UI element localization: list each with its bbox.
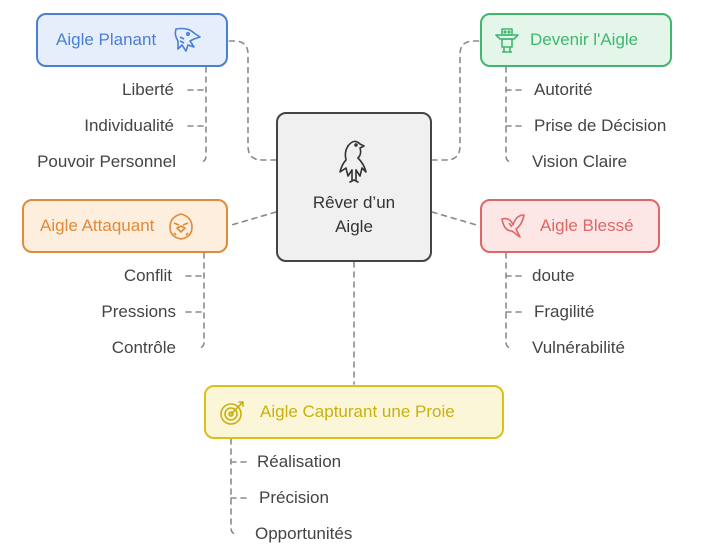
branch-aigle-capturant[interactable]: Aigle Capturant une Proie	[204, 385, 504, 439]
connector-blesse	[431, 211, 481, 227]
leaf-fragilite: Fragilité	[534, 302, 595, 321]
leaf-opportunites: Opportunités	[255, 524, 353, 543]
wounded-bird-icon	[496, 209, 530, 243]
leaf-precision: Précision	[259, 488, 329, 507]
leaf-realisation: Réalisation	[257, 452, 342, 471]
target-icon	[216, 395, 250, 429]
leaf-liberte: Liberté	[122, 80, 174, 99]
branch-title: Aigle Capturant une Proie	[260, 402, 455, 421]
branch-aigle-blesse[interactable]: Aigle Blessé	[480, 199, 660, 253]
leaf-conflit: Conflit	[123, 266, 172, 285]
branch-title: Aigle Planant	[56, 30, 157, 49]
leaf-doute: doute	[532, 266, 575, 285]
branch-title: Aigle Attaquant	[40, 216, 155, 235]
leaf-pressions: Pressions	[101, 302, 176, 321]
eagle-icon	[332, 135, 376, 187]
branch-title: Devenir l'Aigle	[530, 30, 639, 49]
totem-icon	[490, 23, 524, 57]
branch-aigle-attaquant[interactable]: Aigle Attaquant	[22, 199, 228, 253]
connector-devenir	[431, 40, 481, 161]
leaf-vision-claire: Vision Claire	[532, 152, 628, 171]
connector-attaquant	[227, 211, 277, 227]
leaf-controle: Contrôle	[111, 338, 176, 357]
angry-eagle-icon	[164, 209, 198, 243]
branch-devenir-aigle[interactable]: Devenir l'Aigle	[480, 13, 672, 67]
eagle-head-icon	[170, 23, 204, 57]
connector-planant	[227, 40, 277, 161]
branch-aigle-planant[interactable]: Aigle Planant	[36, 13, 228, 67]
leaf-prise-de-decision: Prise de Décision	[534, 116, 667, 135]
leaf-pouvoir-personnel: Pouvoir Personnel	[37, 152, 176, 171]
leaf-autorite: Autorité	[534, 80, 593, 99]
branch-title: Aigle Blessé	[540, 216, 634, 235]
leaf-individualite: Individualité	[84, 116, 174, 135]
leaf-vulnerabilite: Vulnérabilité	[532, 338, 625, 357]
